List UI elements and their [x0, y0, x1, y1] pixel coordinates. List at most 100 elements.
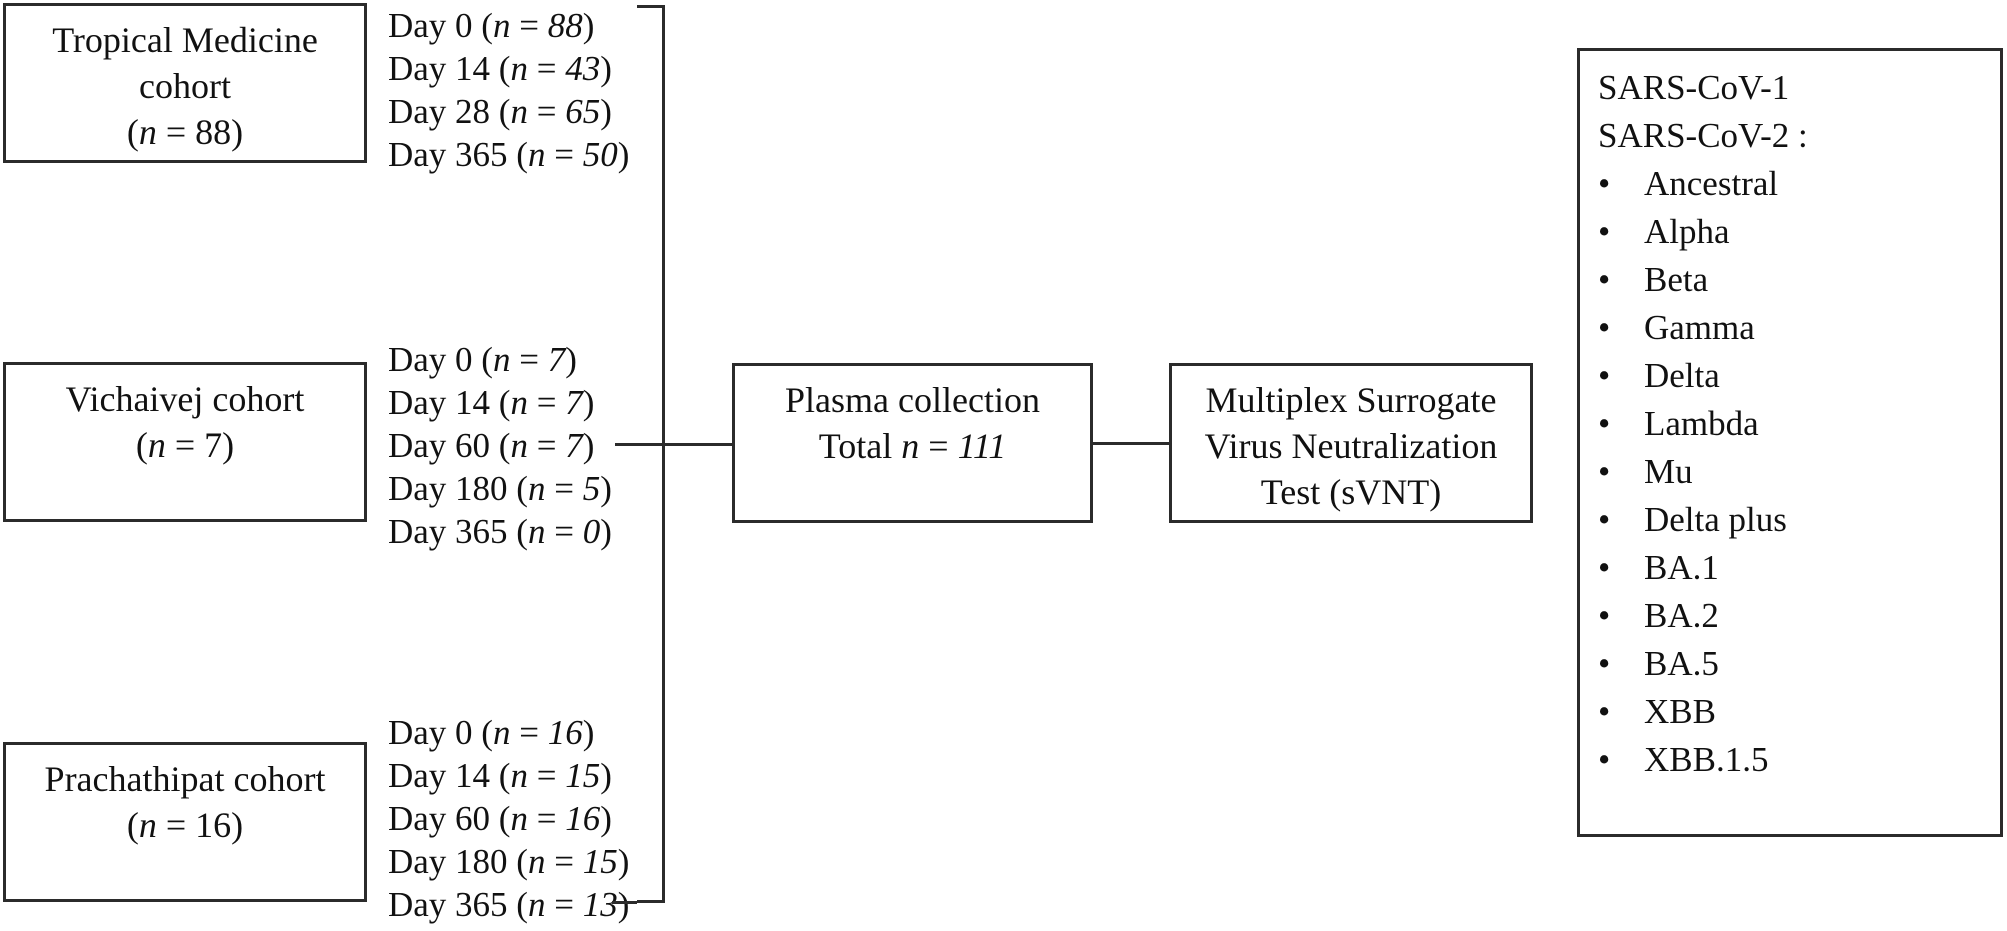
variant-row: • Mu: [1598, 448, 2000, 496]
timepoint-row: Day 180 (n = 5): [388, 469, 612, 508]
bullet-icon: •: [1598, 644, 1611, 683]
n-symbol: n: [510, 799, 528, 838]
timepoint-n-value: 15: [582, 842, 618, 881]
variant-row: • BA.1: [1598, 544, 2000, 592]
variant-row: • BA.2: [1598, 592, 2000, 640]
variant-label: Delta plus: [1644, 500, 1787, 539]
cohort-n-line: (n = 7): [135, 425, 235, 465]
n-symbol: n: [147, 425, 166, 465]
variant-row: • Beta: [1598, 256, 2000, 304]
timepoint-n-value: 16: [547, 713, 583, 752]
cohort-box-vichaivej: Vichaivej cohort (n = 7): [3, 362, 367, 522]
n-symbol: n: [510, 92, 528, 131]
virus-variant-panel: SARS-CoV-1 SARS-CoV-2 : •Ancestral•Alpha…: [1577, 48, 2003, 837]
bullet-icon: •: [1598, 692, 1611, 731]
variant-row: • Delta: [1598, 352, 2000, 400]
total-n-value: 111: [957, 426, 1007, 466]
cohort-title-line: Vichaivej cohort: [65, 379, 305, 419]
n-symbol: n: [527, 842, 546, 881]
connector-day365-to-bracket: [612, 901, 637, 904]
variant-row: •Ancestral: [1598, 160, 2000, 208]
n-symbol: n: [527, 885, 546, 924]
timepoint-n-value: 65: [565, 92, 601, 131]
n-symbol: n: [527, 469, 546, 508]
timepoint-n-value: 7: [565, 426, 583, 465]
timepoint-row: Day 365 (n = 0): [388, 512, 612, 551]
variant-list: •Ancestral•Alpha•Beta•Gamma•Delta•Lambda…: [1598, 160, 2000, 784]
total-label: Total: [818, 426, 893, 466]
timepoint-n-value: 5: [582, 469, 601, 508]
connector-plasma-to-svnt: [1093, 442, 1169, 445]
variant-row: •Gamma: [1598, 304, 2000, 352]
plasma-collection-box: Plasma collection Total n = 111: [732, 363, 1093, 523]
timepoint-n-value: 88: [547, 6, 583, 45]
variant-label: Lambda: [1644, 404, 1759, 443]
variant-row: •XBB.1.5: [1598, 736, 2000, 784]
panel-header-sars-cov-1: SARS-CoV-1: [1598, 68, 1790, 107]
bullet-icon: •: [1598, 500, 1611, 539]
variant-label: XBB: [1644, 692, 1716, 731]
variant-label: BA.5: [1644, 644, 1719, 683]
timepoint-n-value: 0: [582, 512, 601, 551]
connector-day60-to-plasma: [615, 443, 732, 446]
timepoint-row: Day 0 (n = 88): [388, 6, 595, 45]
timepoint-n-value: 7: [547, 340, 566, 379]
bullet-icon: •: [1598, 452, 1611, 491]
svnt-line-1: Multiplex Surrogate: [1205, 380, 1497, 420]
bullet-icon: •: [1598, 356, 1611, 395]
timepoint-row: Day 0 (n = 7): [388, 340, 577, 379]
bullet-icon: •: [1598, 260, 1611, 299]
timepoint-row: Day 0 (n = 16): [388, 713, 595, 752]
timepoint-n-value: 50: [582, 135, 618, 174]
n-symbol: n: [492, 6, 511, 45]
timepoint-list-tropical-medicine: Day 0 (n = 88) Day 14 (n = 43) Day 28 (n =…: [388, 4, 629, 176]
bullet-icon: •: [1598, 404, 1611, 443]
svnt-line-2: Virus Neutralization: [1204, 426, 1498, 466]
timepoint-row: Day 180 (n = 15): [388, 842, 630, 881]
timepoint-n-value: 13: [582, 885, 618, 924]
timepoint-row: Day 14 (n = 43): [388, 49, 612, 88]
variant-label: Delta: [1644, 356, 1720, 395]
cohort-box-prachathipat: Prachathipat cohort (n = 16): [3, 742, 367, 902]
timepoint-n-value: 43: [565, 49, 601, 88]
variant-row: • Delta plus: [1598, 496, 2000, 544]
svnt-line-3: Test (sVNT): [1260, 472, 1442, 512]
svnt-test-box: Multiplex Surrogate Virus Neutralization…: [1169, 363, 1533, 523]
variant-label: Ancestral: [1644, 164, 1779, 203]
n-symbol: n: [527, 512, 546, 551]
n-symbol: n: [492, 713, 511, 752]
variant-label: Mu: [1644, 452, 1693, 491]
n-symbol: n: [138, 112, 157, 152]
variant-row: • Alpha: [1598, 208, 2000, 256]
cohort-n-line: (n = 16): [126, 805, 244, 845]
timepoint-n-value: 7: [565, 383, 583, 422]
timepoint-row: Day 28 (n = 65): [388, 92, 612, 131]
variant-label: Beta: [1644, 260, 1709, 299]
cohort-title-line: Tropical Medicine: [52, 20, 318, 60]
bullet-icon: •: [1598, 740, 1611, 779]
bullet-icon: •: [1598, 548, 1611, 587]
variant-label: BA.1: [1644, 548, 1719, 587]
timepoint-row: Day 60 (n = 7): [388, 426, 595, 465]
timepoint-row: Day 365 (n = 13): [388, 885, 630, 924]
cohort-title-line: Prachathipat cohort: [44, 759, 326, 799]
variant-row: • Lambda: [1598, 400, 2000, 448]
grouping-bracket: [637, 5, 665, 903]
cohort-n-line: (n = 88): [126, 112, 244, 152]
bullet-icon: •: [1598, 596, 1611, 635]
timepoint-list-prachathipat: Day 0 (n = 16) Day 14 (n = 15) Day 60 (n =…: [388, 711, 629, 926]
timepoint-n-value: 15: [565, 756, 601, 795]
plasma-collection-label: Plasma collection: [785, 380, 1040, 420]
variant-label: Alpha: [1644, 212, 1730, 251]
variant-label: BA.2: [1644, 596, 1719, 635]
timepoint-list-vichaivej: Day 0 (n = 7)Day 14 (n = 7)Day 60 (n = 7…: [388, 338, 612, 553]
variant-row: • XBB: [1598, 688, 2000, 736]
variant-row: • BA.5: [1598, 640, 2000, 688]
equals-sign: =: [928, 426, 949, 466]
bullet-icon: •: [1598, 212, 1611, 251]
variant-label: Gamma: [1644, 308, 1755, 347]
timepoint-row: Day 14 (n = 15): [388, 756, 612, 795]
n-symbol: n: [510, 756, 528, 795]
timepoint-row: Day 60 (n = 16): [388, 799, 612, 838]
